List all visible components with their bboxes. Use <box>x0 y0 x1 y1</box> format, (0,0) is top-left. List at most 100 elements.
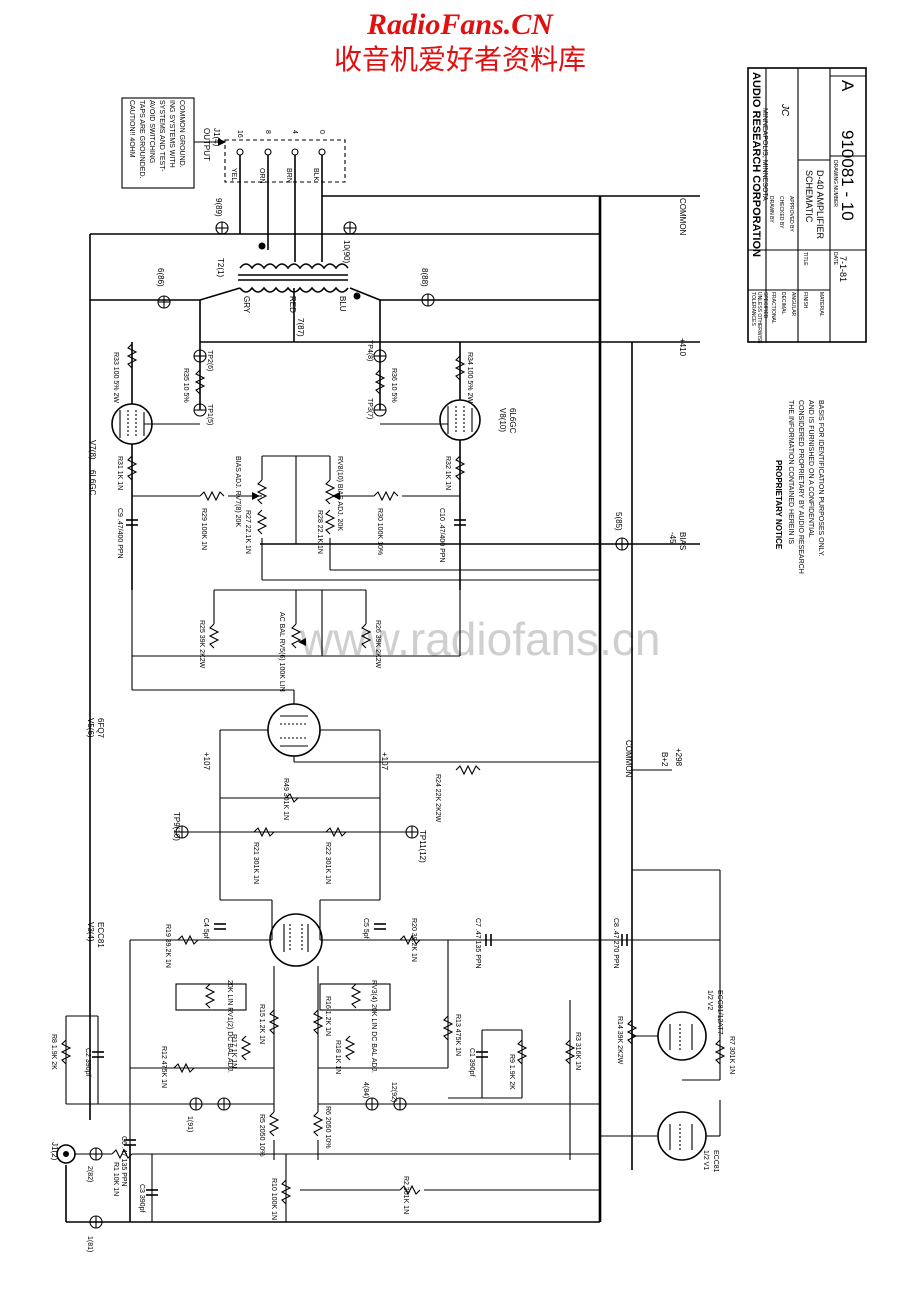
tube-v1-half <box>657 1111 707 1161</box>
svg-text:B+2: B+2 <box>660 752 669 767</box>
company-location: MINNEAPOLIS, MINNESOTA <box>761 108 768 201</box>
c10-capacitor <box>454 519 466 526</box>
tube-v8 <box>439 399 481 441</box>
svg-text:C7 .47 135 PPN: C7 .47 135 PPN <box>474 918 481 969</box>
svg-text:R14 39K 2K2W: R14 39K 2K2W <box>616 1016 623 1065</box>
site-name: RadioFans.CN <box>367 8 553 41</box>
output-title: OUTPUT <box>202 128 211 161</box>
r5-resistor <box>268 1111 280 1137</box>
rv1-pot <box>204 983 216 1009</box>
rv5-pot <box>290 623 302 649</box>
r1-resistor <box>111 1148 133 1160</box>
title-block-field-labels: TOLERANCES UNLESS OTHERWISE SPECIFIED FR… <box>750 160 838 344</box>
r12-resistor <box>173 1062 195 1074</box>
r22-resistor <box>325 826 347 838</box>
output-tap-8: 8 <box>264 130 271 134</box>
svg-text:R9 1.9K 2K: R9 1.9K 2K <box>508 1054 515 1090</box>
drawing-revision: A <box>838 80 857 92</box>
svg-text:R19 39.2K 1N: R19 39.2K 1N <box>164 924 171 968</box>
svg-text:R3 316K 1N: R3 316K 1N <box>574 1032 581 1070</box>
svg-text:DRAWN BY: DRAWN BY <box>768 196 774 223</box>
svg-text:TITLE: TITLE <box>802 252 808 266</box>
r6-resistor <box>312 1111 324 1137</box>
lead-blu: BLU <box>338 296 347 312</box>
svg-text:FRACTIONAL: FRACTIONAL <box>770 292 776 324</box>
svg-text:V7(8): V7(8) <box>88 440 97 460</box>
c4-capacitor <box>214 923 226 930</box>
svg-text:RV8(10) BIAS ADJ. 20K: RV8(10) BIAS ADJ. 20K <box>336 456 343 531</box>
svg-text:C3 390pf: C3 390pf <box>138 1184 145 1212</box>
svg-text:1(81): 1(81) <box>86 1236 93 1252</box>
svg-text:+107: +107 <box>380 752 389 771</box>
svg-text:1(91): 1(91) <box>186 1116 193 1132</box>
svg-text:R30 100K 10%: R30 100K 10% <box>376 508 383 555</box>
r2-resistor <box>399 1184 421 1196</box>
bias-voltage-label: -45 <box>668 532 677 544</box>
c7-capacitor <box>485 934 492 946</box>
svg-text:UNLESS OTHERWISE: UNLESS OTHERWISE <box>756 292 762 344</box>
test-point-6 <box>157 295 171 309</box>
svg-text:APPROVED BY: APPROVED BY <box>788 196 794 233</box>
svg-text:R34 100 5% 2W: R34 100 5% 2W <box>466 352 473 403</box>
r32-resistor <box>454 455 466 481</box>
svg-text:12(92): 12(92) <box>390 1082 397 1102</box>
svg-text:20K LIN RV1(2) DC BAL ADJ.: 20K LIN RV1(2) DC BAL ADJ. <box>226 980 233 1073</box>
output-terminals <box>236 148 326 156</box>
svg-text:6L6GC: 6L6GC <box>508 408 517 434</box>
bias-label: BIAS <box>678 532 687 550</box>
r31-resistor <box>126 455 138 481</box>
drawing-number: 910081 - 10 <box>838 130 857 221</box>
rv3-pot <box>350 983 362 1009</box>
svg-text:R29 100K 1N: R29 100K 1N <box>200 508 207 550</box>
r26-resistor <box>360 623 372 649</box>
svg-text:5(85): 5(85) <box>614 512 623 531</box>
lead-gry: GRY <box>242 296 251 314</box>
test-point-1-91b <box>217 1097 231 1111</box>
svg-text:R33 100 5% 2W: R33 100 5% 2W <box>112 352 119 403</box>
rv1-box <box>175 983 247 1011</box>
svg-text:C6 .47 135 PPN: C6 .47 135 PPN <box>120 1136 127 1187</box>
svg-text:V8(10): V8(10) <box>498 408 507 432</box>
common-top-label: COMMON <box>678 198 687 236</box>
svg-text:C4 5pf: C4 5pf <box>202 918 209 939</box>
test-point-8 <box>421 293 435 307</box>
wire-blk: BLK <box>312 168 319 182</box>
test-point-9 <box>215 221 229 235</box>
r25-resistor <box>208 623 220 649</box>
test-point-1-91 <box>189 1097 203 1111</box>
svg-text:AC BAL RV5(6) 100K LIN: AC BAL RV5(6) 100K LIN <box>278 612 285 692</box>
site-subtitle: 收音机爱好者资料库 <box>333 43 586 76</box>
svg-text:ANGULAR: ANGULAR <box>790 292 796 317</box>
test-point-tp1 <box>193 403 207 417</box>
output-jack: J1(4) <box>212 128 221 147</box>
r36-resistor <box>374 369 386 395</box>
r8-resistor <box>60 1039 72 1065</box>
r15-resistor <box>268 1009 280 1035</box>
svg-text:R49 301K 1N: R49 301K 1N <box>282 778 289 820</box>
r9-resistor <box>516 1039 528 1065</box>
svg-text:R28 22.1K 1N: R28 22.1K 1N <box>316 510 323 554</box>
svg-text:J1(2): J1(2) <box>50 1142 59 1161</box>
svg-text:CHECKED BY: CHECKED BY <box>778 196 784 229</box>
svg-text:R7 301K 1N: R7 301K 1N <box>728 1036 735 1074</box>
rv8-pot <box>324 479 336 505</box>
svg-text:C5 5pf: C5 5pf <box>362 918 369 939</box>
tube-v3 <box>269 913 323 967</box>
center-tap-label: 7(87) <box>296 318 305 337</box>
svg-text:9(89): 9(89) <box>214 198 223 217</box>
svg-text:R31 1K 1N: R31 1K 1N <box>116 456 123 490</box>
c5-capacitor <box>374 923 386 930</box>
svg-text:TAPS ARE GROUNDED.: TAPS ARE GROUNDED. <box>138 100 145 178</box>
svg-text:6L6GC: 6L6GC <box>88 470 97 496</box>
wire-yel: YEL <box>230 168 237 181</box>
test-point-12-92 <box>393 1097 407 1111</box>
svg-text:4(84): 4(84) <box>362 1082 369 1098</box>
site-header: RadioFans.CN 收音机爱好者资料库 <box>0 8 920 78</box>
r49-resistor <box>285 793 299 803</box>
svg-text:C9 .47/400 PPN: C9 .47/400 PPN <box>116 508 123 559</box>
svg-text:+107: +107 <box>202 752 211 771</box>
svg-text:TP2(6): TP2(6) <box>206 350 213 371</box>
c6-capacitor <box>124 1139 136 1146</box>
common-mid-label: COMMON <box>624 740 633 778</box>
svg-text:R15 1.2K 1N: R15 1.2K 1N <box>258 1004 265 1044</box>
